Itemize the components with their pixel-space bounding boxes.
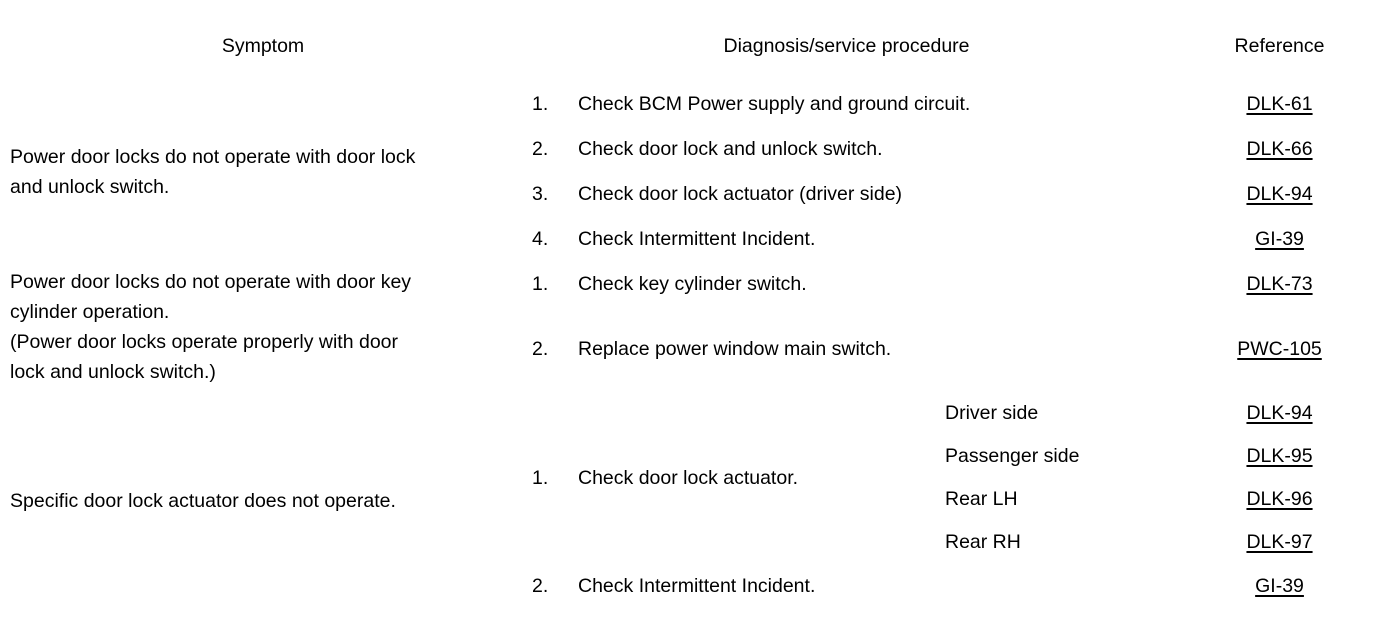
symptom-line: Specific door lock actuator does not ope… [10, 489, 396, 512]
table-row: 2. Check door lock and unlock switch. DL… [10, 127, 1383, 172]
procedure-number: 2. [532, 138, 549, 160]
table-body: Power door locks do not operate with doo… [10, 82, 1383, 609]
procedure-cell: 1. Check BCM Power supply and ground cir… [516, 82, 1178, 127]
column-header-procedure: Diagnosis/service procedure [516, 10, 1178, 82]
symptom-line: (Power door locks operate properly with … [10, 331, 399, 353]
sub-label-cell: Passenger side [945, 435, 1178, 478]
procedure-text: Check BCM Power supply and ground circui… [578, 93, 971, 115]
procedure-number: 3. [532, 183, 549, 205]
header-row: Symptom Diagnosis/service procedure Refe… [10, 10, 1383, 82]
procedure-text: Check door lock actuator. [578, 466, 799, 489]
reference-link[interactable]: DLK-97 [1246, 531, 1313, 553]
symptom-line: Power door locks do not operate with doo… [10, 146, 416, 168]
reference-cell: PWC-105 [1177, 307, 1383, 392]
procedure-number: 1. [532, 466, 549, 489]
reference-cell: DLK-97 [1177, 521, 1383, 564]
table-row: 3. Check door lock actuator (driver side… [10, 172, 1383, 217]
symptom-line: lock and unlock switch.) [10, 361, 216, 383]
sub-label-cell: Rear RH [945, 521, 1178, 564]
column-header-reference: Reference [1177, 10, 1383, 82]
reference-cell: GI-39 [1177, 564, 1383, 609]
reference-link[interactable]: DLK-61 [1246, 93, 1313, 115]
procedure-number: 2. [532, 575, 549, 597]
procedure-cell: 1. Check key cylinder switch. [516, 262, 1178, 307]
procedure-cell: 2. Replace power window main switch. [516, 307, 1178, 392]
reference-link[interactable]: DLK-94 [1246, 183, 1313, 205]
column-header-symptom: Symptom [10, 10, 516, 82]
procedure-text: Check Intermittent Incident. [578, 575, 816, 597]
table-row: Rear RH DLK-97 [10, 521, 1383, 564]
table-row: 2. Check Intermittent Incident. GI-39 [10, 564, 1383, 609]
diagnostic-symptom-table-page: Symptom Diagnosis/service procedure Refe… [0, 10, 1392, 622]
symptom-line: and unlock switch. [10, 176, 170, 198]
reference-cell: DLK-66 [1177, 127, 1383, 172]
procedure-text: Check key cylinder switch. [578, 273, 807, 295]
reference-cell: GI-39 [1177, 217, 1383, 262]
table-row: Passenger side DLK-95 [10, 435, 1383, 478]
reference-cell: DLK-95 [1177, 435, 1383, 478]
procedure-cell: 2. Check door lock and unlock switch. [516, 127, 1178, 172]
procedure-number: 1. [532, 273, 549, 295]
symptom-cell-1: Power door locks do not operate with doo… [10, 82, 516, 262]
table-row: Specific door lock actuator does not ope… [10, 392, 1383, 609]
sub-label-cell: Rear LH [945, 478, 1178, 521]
table-row: Rear LH DLK-96 [10, 478, 1383, 521]
table-row: 2. Replace power window main switch. PWC… [10, 307, 1383, 392]
symptom-line: Power door locks do not operate with doo… [10, 271, 412, 293]
procedure-number: 2. [532, 338, 549, 360]
reference-cell: DLK-94 [1177, 172, 1383, 217]
reference-link[interactable]: GI-39 [1255, 575, 1304, 597]
reference-link[interactable]: GI-39 [1255, 228, 1304, 250]
symptom-cell-2: Power door locks do not operate with doo… [10, 262, 516, 392]
reference-link[interactable]: DLK-95 [1246, 445, 1313, 467]
procedure-text: Replace power window main switch. [578, 338, 892, 360]
symptom-line: cylinder operation. [10, 301, 170, 323]
procedure-cell: 2. Check Intermittent Incident. [516, 564, 1178, 609]
table-header: Symptom Diagnosis/service procedure Refe… [10, 10, 1383, 82]
reference-cell: DLK-94 [1177, 392, 1383, 435]
table-row: Power door locks do not operate with doo… [10, 82, 1383, 262]
symptom-diagnosis-table: Symptom Diagnosis/service procedure Refe… [10, 10, 1383, 609]
table-row: Power door locks do not operate with doo… [10, 262, 1383, 392]
procedure-cell: 4. Check Intermittent Incident. [516, 217, 1178, 262]
reference-link[interactable]: DLK-96 [1246, 488, 1313, 510]
procedure-cell: 1. Check door lock actuator. [516, 392, 945, 564]
table-row: 4. Check Intermittent Incident. GI-39 [10, 217, 1383, 262]
procedure-text: Check Intermittent Incident. [578, 228, 816, 250]
reference-cell: DLK-96 [1177, 478, 1383, 521]
reference-link[interactable]: DLK-73 [1246, 273, 1313, 295]
reference-link[interactable]: PWC-105 [1237, 338, 1322, 360]
procedure-number: 4. [532, 228, 549, 250]
reference-cell: DLK-61 [1177, 82, 1383, 127]
procedure-number: 1. [532, 93, 549, 115]
reference-cell: DLK-73 [1177, 262, 1383, 307]
procedure-text: Check door lock actuator (driver side) [578, 183, 903, 205]
sub-label-cell: Driver side [945, 392, 1178, 435]
procedure-cell: 3. Check door lock actuator (driver side… [516, 172, 1178, 217]
symptom-cell-3: Specific door lock actuator does not ope… [10, 392, 516, 609]
reference-link[interactable]: DLK-66 [1246, 138, 1313, 160]
procedure-text: Check door lock and unlock switch. [578, 138, 883, 160]
reference-link[interactable]: DLK-94 [1246, 402, 1313, 424]
